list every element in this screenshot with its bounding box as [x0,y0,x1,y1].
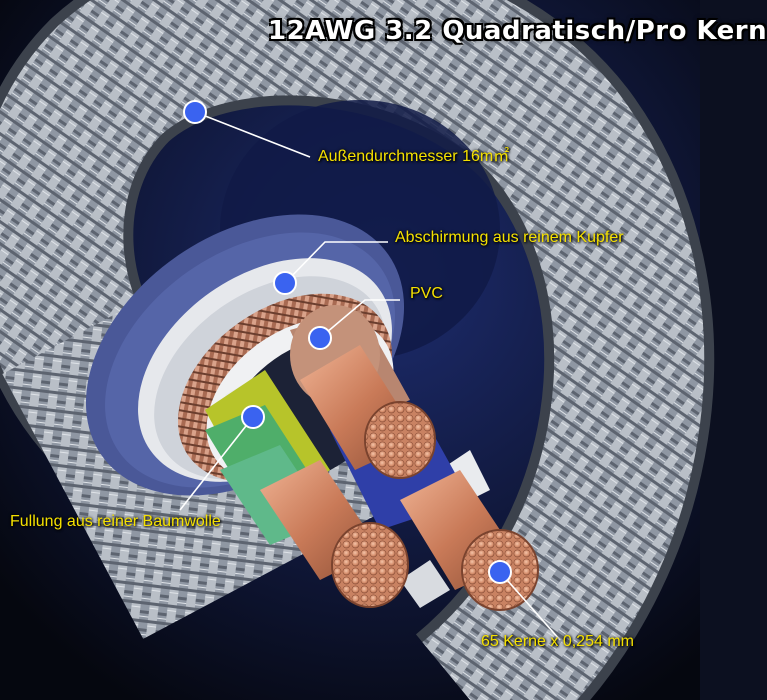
product-title: 12AWG 3.2 Quadratisch/Pro Kern [268,16,767,46]
callout-filling: Fullung aus reiner Baumwolle [10,513,221,530]
marker-cores [488,560,512,584]
callout-outer-diameter: Außendurchmesser 16m㎡ [318,148,510,165]
callout-pvc: PVC [410,285,443,302]
cable-cross-section-illustration [0,0,715,700]
callout-shielding: Abschirmung aus reinem Kupfer [395,229,624,246]
marker-outer-diameter [183,100,207,124]
marker-pvc [308,326,332,350]
marker-filling [241,405,265,429]
marker-shielding [273,271,297,295]
callout-cores: 65 Kerne x 0,254 mm [481,633,634,650]
